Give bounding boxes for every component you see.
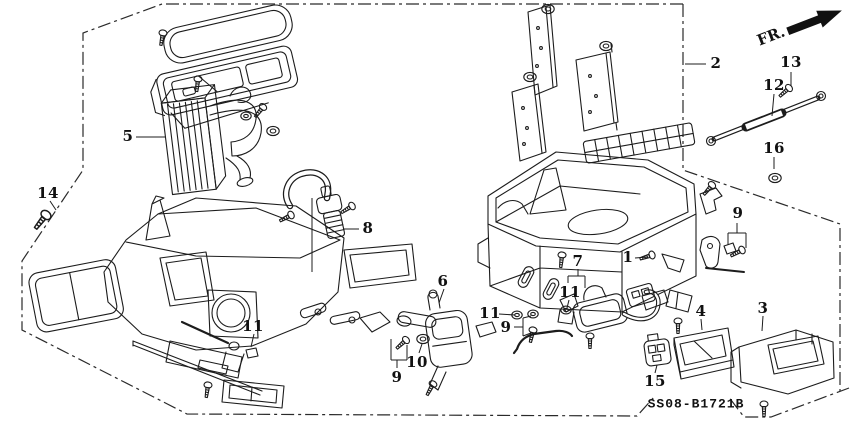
control-rod-group (705, 90, 827, 147)
diagram-part-code: SS08-B1721B (647, 396, 745, 412)
part-callout-9a: 9 (732, 204, 744, 222)
part-callout-13: 13 (780, 53, 802, 71)
part-callout-3: 3 (757, 299, 769, 317)
part-callout-16: 16 (763, 139, 785, 157)
heater-unit-body-group (103, 195, 529, 373)
part-callout-15: 15 (644, 372, 666, 390)
part-callout-14: 14 (37, 184, 59, 202)
part-callout-12: 12 (763, 76, 785, 94)
leader-lines (49, 63, 792, 374)
part-callout-1: 1 (622, 248, 634, 266)
floor-plates-group (132, 340, 285, 409)
part-callout-11c: 11 (242, 317, 264, 335)
right-linkage-group (245, 187, 745, 359)
part-callout-11a: 11 (559, 283, 581, 301)
part-callout-10: 10 (406, 353, 428, 371)
fr-arrow-icon (786, 10, 842, 36)
water-hose-group (283, 169, 346, 272)
connector-group (643, 333, 672, 367)
part-callout-7: 7 (572, 252, 584, 270)
joint-duct-group (673, 327, 735, 380)
part-callout-9b: 9 (500, 318, 512, 336)
link-rods-group (180, 320, 574, 355)
boundary-frame (21, 3, 850, 418)
part-callout-6: 6 (437, 272, 449, 290)
heater-duct-group (730, 329, 835, 395)
defroster-vent-group (150, 4, 299, 129)
part-callout-9c: 9 (391, 368, 403, 386)
part-callout-5: 5 (122, 127, 134, 145)
heater-core-group (160, 84, 262, 196)
duct-grille (582, 122, 696, 164)
damper-plates-group (511, 4, 619, 162)
part-callout-2: 2 (710, 54, 722, 72)
lower-case-group (477, 151, 697, 325)
part-callout-8: 8 (362, 219, 374, 237)
left-gasket-group (28, 259, 124, 333)
part-callout-4: 4 (695, 302, 707, 320)
part-callout-11b: 11 (479, 304, 501, 322)
